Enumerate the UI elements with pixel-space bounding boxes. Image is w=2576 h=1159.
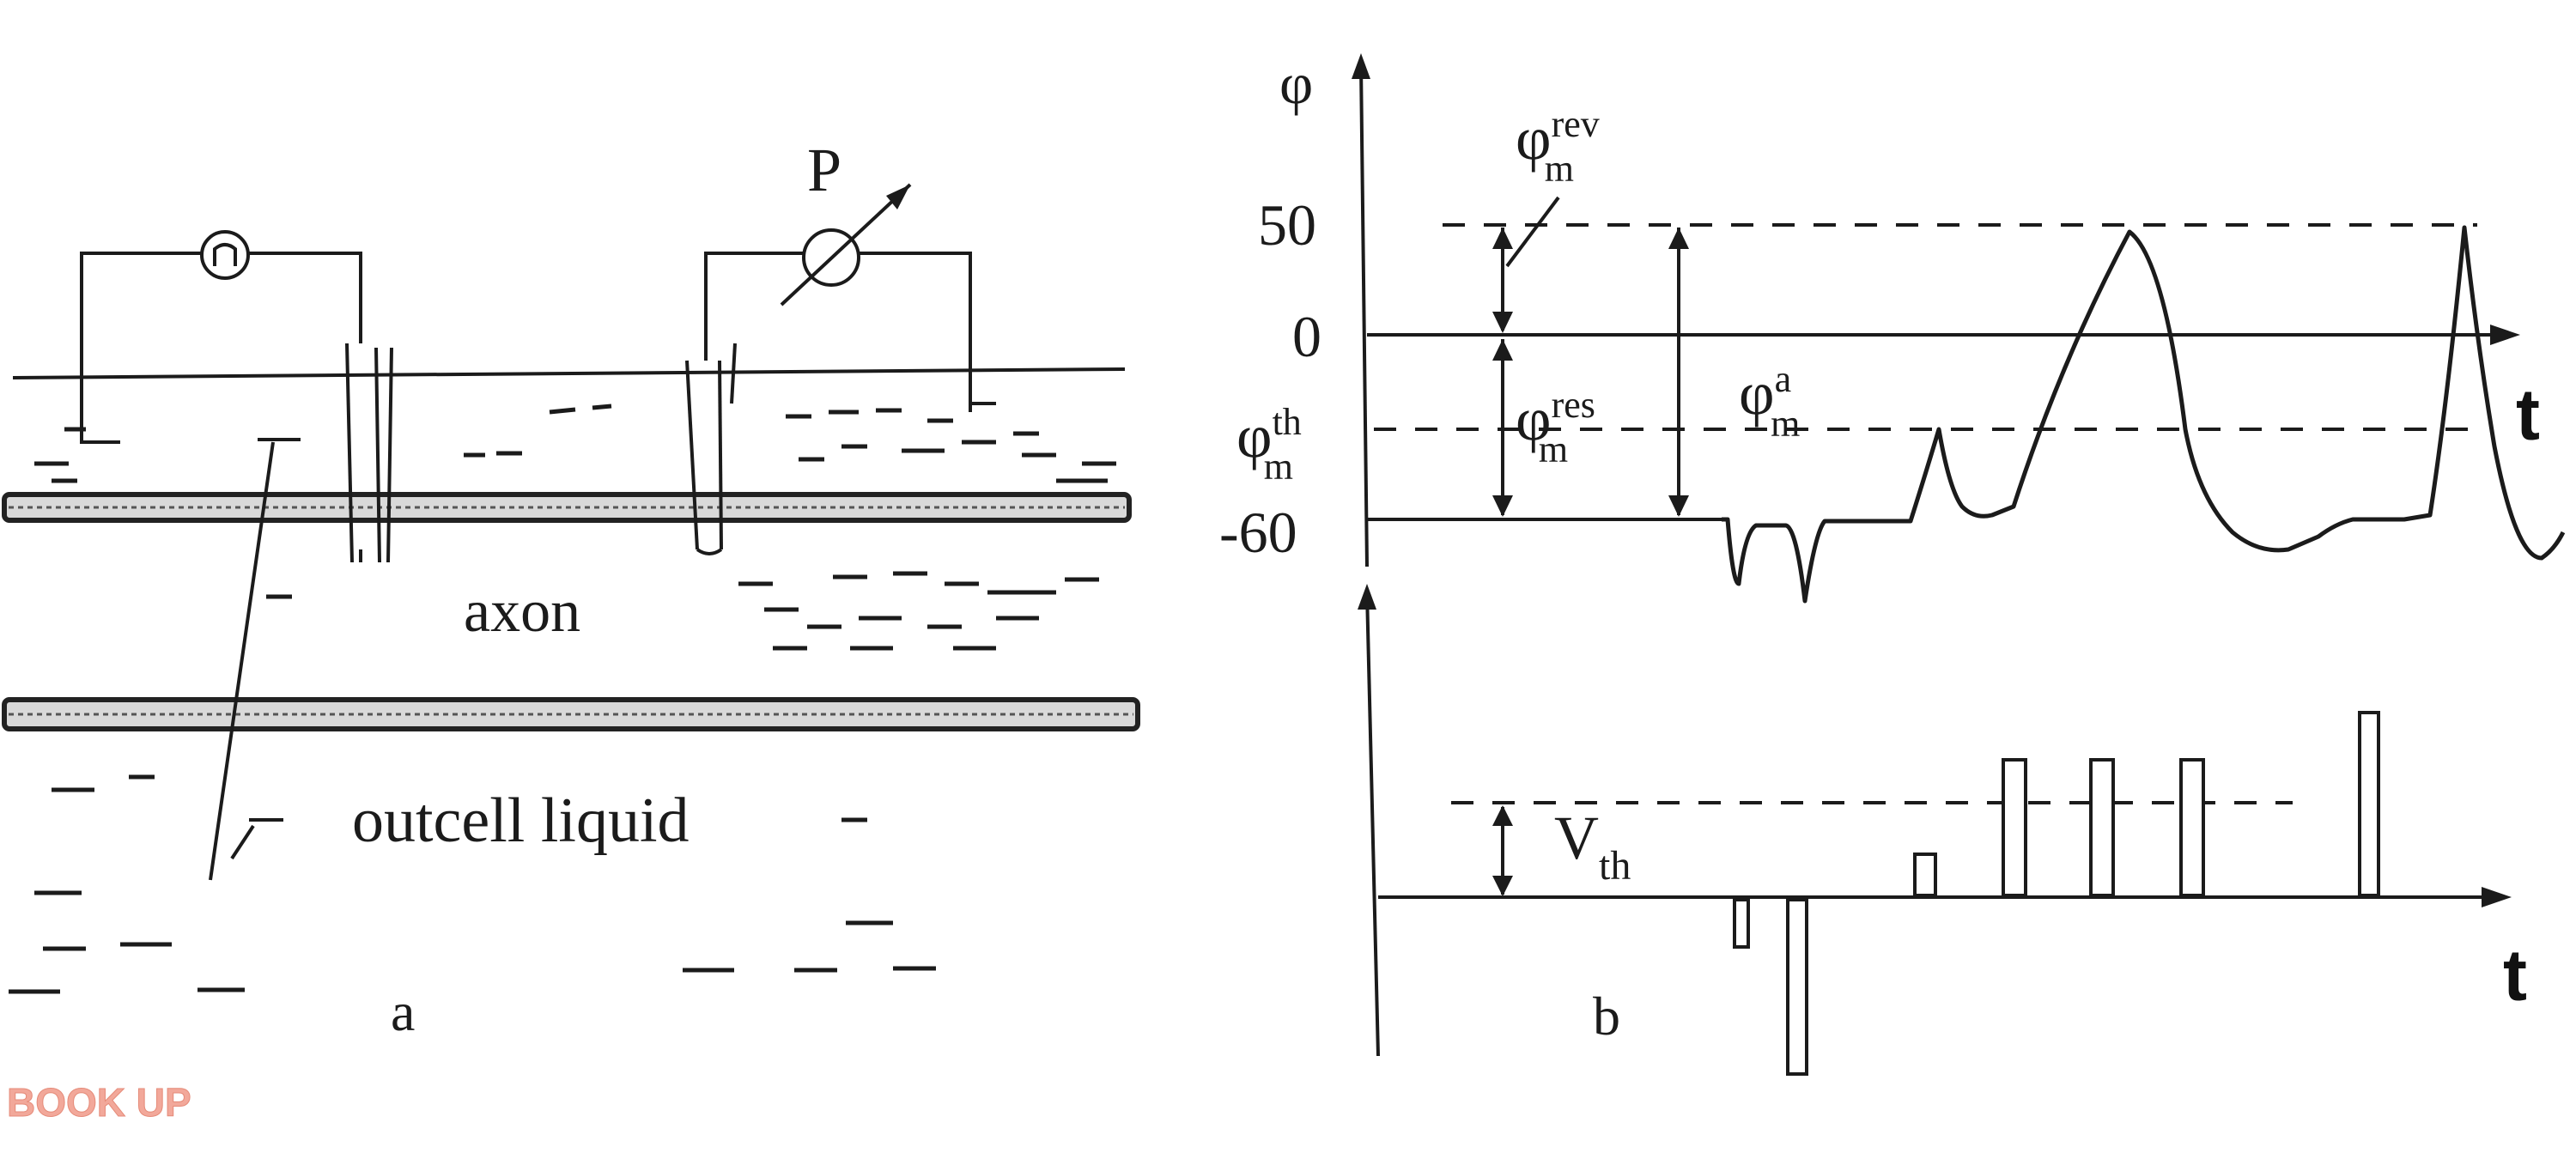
watermark-logo: BOOK UP [7, 1080, 192, 1126]
liquid-surface-line [12, 367, 1126, 379]
liquid-dashes [9, 404, 1116, 994]
membrane-potential-trace [1722, 225, 2566, 604]
stimulator-arrow-icon [780, 183, 912, 306]
stimulus-pulse [2179, 758, 2205, 897]
diagonal-electrode [209, 438, 301, 881]
panel-a: P axon outcell liquid a [2, 136, 1140, 1042]
recorder-circle-icon [200, 230, 250, 280]
panel-b-label: b [1593, 986, 1620, 1047]
stimulus-pulse [1786, 898, 1808, 1076]
stimulus-pulse [1733, 898, 1750, 949]
vth-arrow [1492, 805, 1513, 896]
tick-minus-60: -60 [1219, 500, 1297, 565]
stimulator-circle-icon [802, 228, 860, 287]
time-label-top: t [2516, 374, 2540, 455]
resting-arrow [1492, 339, 1513, 517]
stimulus-pulse [2089, 758, 2115, 897]
axon-label: axon [464, 579, 580, 645]
phi-axis-arrow-icon [1352, 53, 1370, 79]
tick-0: 0 [1292, 304, 1321, 369]
outcell-liquid-label: outcell liquid [352, 786, 690, 856]
upper-membrane [2, 492, 1132, 523]
stimulus-pulse [1913, 853, 1937, 897]
time-axis-bottom-arrow-icon [2482, 887, 2512, 907]
watermark-text: BOOK UP [7, 1080, 191, 1125]
stimulus-pulse [2358, 711, 2380, 897]
time-axis-top-arrow-icon [2490, 325, 2520, 345]
reversal-arrow [1492, 196, 1560, 333]
vth-label: Vth [1554, 804, 1631, 889]
stimulus-axis-arrow-icon [1358, 584, 1376, 610]
stimulus-pulse [2002, 758, 2027, 897]
stimulator-label: P [807, 136, 841, 204]
panel-b: φ 50 0 -60 t [1219, 51, 2566, 1076]
tick-50: 50 [1258, 192, 1316, 258]
action-arrow [1668, 228, 1689, 517]
microelectrode-right [685, 343, 737, 555]
lower-membrane [2, 697, 1140, 731]
stimulation-circuit [704, 183, 996, 412]
stimulus-pulses [1733, 711, 2380, 1076]
recording-circuit [80, 230, 362, 444]
time-label-bottom: t [2503, 935, 2527, 1016]
panel-a-label: a [391, 981, 415, 1042]
stimulus-axis [1365, 592, 1380, 1057]
phi-axis-label: φ [1279, 51, 1313, 116]
phi-axis [1359, 64, 1369, 567]
microelectrode-left [345, 343, 393, 563]
